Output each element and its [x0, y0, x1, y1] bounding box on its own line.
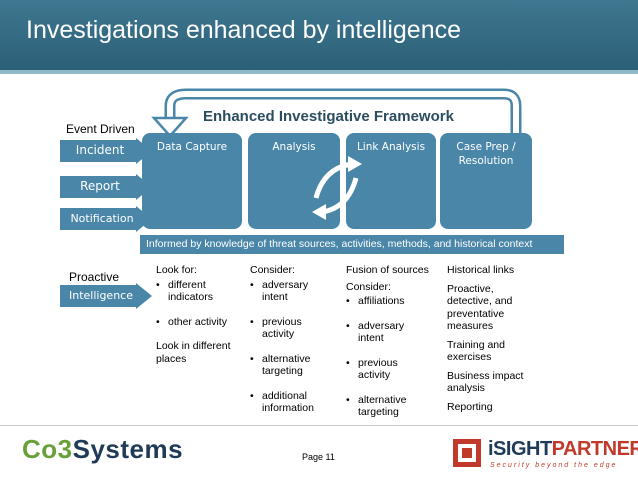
- framework-title: Enhanced Investigative Framework: [203, 108, 454, 125]
- list-item: • additional information: [250, 389, 314, 415]
- list-item: Training and exercises: [447, 338, 505, 364]
- cycle-arrows-icon: [312, 156, 362, 220]
- stage-label-line2: Resolution: [458, 155, 514, 167]
- list-item: Historical links: [447, 264, 515, 276]
- page-number: Page 11: [302, 452, 335, 462]
- list-item: • alternative targeting: [346, 393, 407, 419]
- footer-divider: [0, 425, 638, 426]
- proactive-label: Proactive: [69, 270, 120, 284]
- stage-label: Data Capture: [156, 141, 228, 153]
- co3systems-logo: Co3Systems: [22, 434, 184, 464]
- stage-data-capture: Data Capture: [142, 133, 242, 229]
- stage-link-analysis: Link Analysis: [346, 133, 436, 229]
- list-item: • previous activity: [250, 315, 302, 341]
- list-item: • adversary intent: [346, 319, 405, 345]
- feedback-loop-arrow: [151, 88, 522, 138]
- column-consider: Consider: • adversary intent • previous …: [250, 264, 342, 427]
- stage-case-prep: Case Prep / Resolution: [440, 133, 532, 229]
- context-bar: Informed by knowledge of threat sources,…: [140, 235, 564, 254]
- list-item: • adversary intent: [250, 278, 309, 304]
- column-subheading: Consider:: [346, 280, 391, 293]
- column-heading: Look for:: [156, 264, 197, 276]
- list-item: • alternative targeting: [250, 352, 311, 378]
- column-look-for: Look for: • different indicators • other…: [156, 264, 246, 365]
- column-note: Look in different: [156, 340, 231, 352]
- isight-mark-icon: [453, 439, 481, 467]
- column-fusion: Fusion of sources Consider: • affiliatio…: [346, 264, 442, 431]
- list-item: Business impact analysis: [447, 369, 524, 395]
- column-heading: Consider:: [250, 264, 295, 276]
- logo-tagline: Security beyond the edge: [490, 462, 618, 469]
- title-banner: [0, 0, 638, 70]
- report-label: Report: [80, 179, 120, 193]
- incident-label: Incident: [75, 143, 125, 157]
- intelligence-arrow: [60, 283, 152, 309]
- report-arrow: [60, 174, 152, 200]
- list-item: • different indicators: [156, 278, 213, 304]
- column-heading: Fusion of sources: [346, 264, 429, 276]
- list-item: • previous activity: [346, 356, 398, 382]
- notification-label: Notification: [70, 212, 134, 225]
- list-item: Reporting: [447, 400, 493, 413]
- title-underline: [0, 70, 638, 74]
- stage-label: Case Prep /: [456, 141, 516, 153]
- event-driven-label: Event Driven: [66, 122, 135, 136]
- slide-title: Investigations enhanced by intelligence: [26, 16, 462, 44]
- list-item: Proactive, detective, and preventative m…: [447, 282, 513, 333]
- column-note-line2: places: [156, 352, 187, 365]
- list-item: • affiliations: [346, 295, 405, 307]
- stage-label: Analysis: [272, 141, 316, 153]
- intelligence-label: Intelligence: [68, 289, 133, 302]
- notification-arrow: [60, 206, 152, 232]
- stage-label: Link Analysis: [356, 141, 426, 153]
- list-item: • other activity: [156, 315, 227, 328]
- column-outcomes: Historical links Proactive, detective, a…: [447, 264, 547, 413]
- incident-arrow: [60, 138, 152, 164]
